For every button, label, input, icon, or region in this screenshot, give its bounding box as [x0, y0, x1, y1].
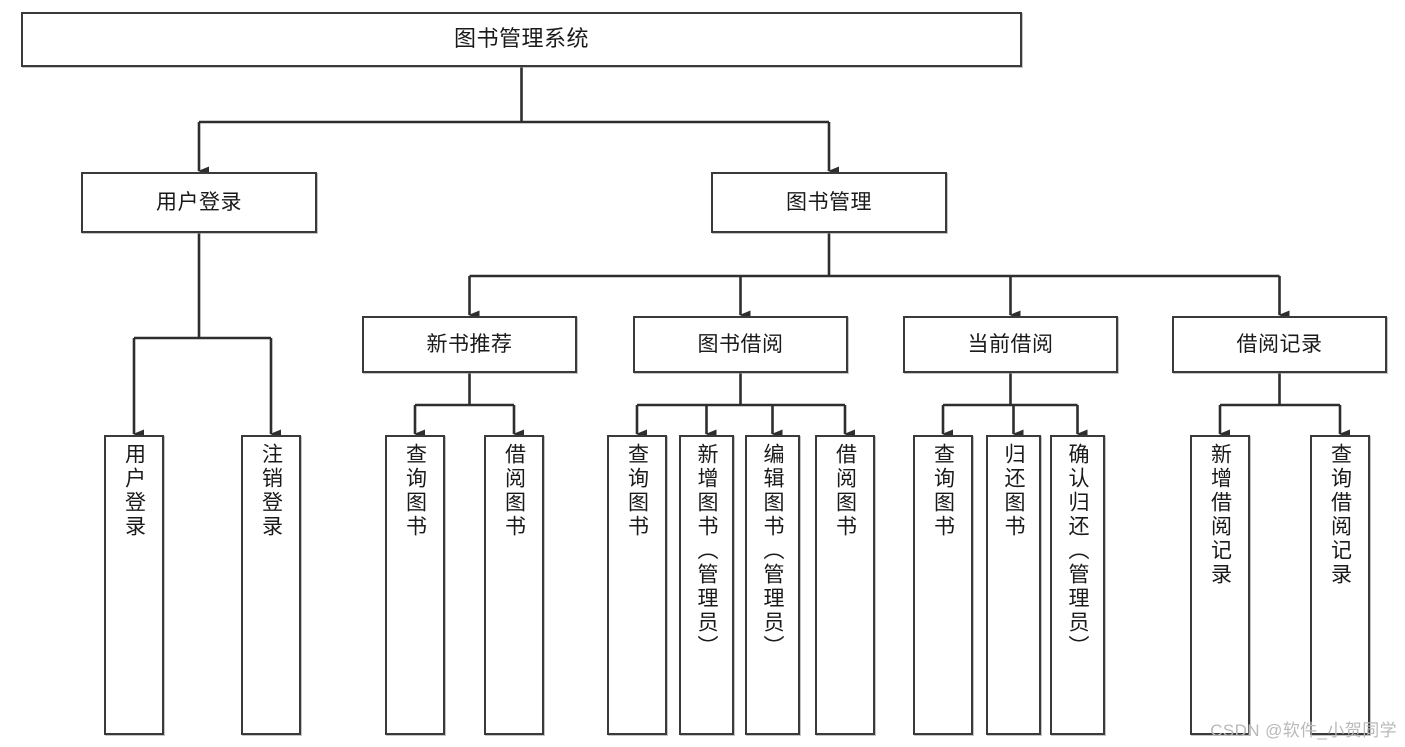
node-label: 归还图书 — [1002, 443, 1025, 539]
leaf-query-book-current[interactable]: 查询图书 — [913, 435, 973, 735]
node-label: 用户登录 — [122, 443, 146, 539]
node-label: 用户登录 — [156, 190, 242, 214]
node-label: 借阅图书 — [502, 443, 526, 539]
leaf-return-book[interactable]: 归还图书 — [986, 435, 1041, 735]
leaf-edit-book-admin[interactable]: 编辑图书（管理员） — [745, 435, 800, 735]
node-current-borrow[interactable]: 当前借阅 — [903, 316, 1118, 373]
node-label: 新增图书（管理员） — [695, 443, 718, 659]
node-label: 编辑图书（管理员） — [761, 443, 784, 659]
node-label: 注销登录 — [259, 443, 283, 539]
node-label: 借阅记录 — [1236, 332, 1323, 356]
leaf-query-book-borrow[interactable]: 查询图书 — [607, 435, 667, 735]
node-label: 当前借阅 — [967, 332, 1054, 356]
node-book-borrow[interactable]: 图书借阅 — [633, 316, 848, 373]
node-borrow-records[interactable]: 借阅记录 — [1172, 316, 1387, 373]
leaf-add-borrow-record[interactable]: 新增借阅记录 — [1190, 435, 1250, 735]
node-label: 图书管理 — [786, 190, 872, 214]
leaf-user-login[interactable]: 用户登录 — [104, 435, 164, 735]
leaf-add-book-admin[interactable]: 新增图书（管理员） — [679, 435, 734, 735]
leaf-confirm-return-admin[interactable]: 确认归还（管理员） — [1050, 435, 1105, 735]
leaf-borrow-book-new[interactable]: 借阅图书 — [484, 435, 544, 735]
node-root[interactable]: 图书管理系统 — [21, 12, 1022, 67]
leaf-query-borrow-record[interactable]: 查询借阅记录 — [1310, 435, 1370, 735]
node-label: 图书借阅 — [697, 332, 784, 356]
node-label: 查询图书 — [625, 443, 649, 539]
node-label: 查询图书 — [403, 443, 427, 539]
node-label: 新书推荐 — [426, 332, 513, 356]
node-book-management[interactable]: 图书管理 — [711, 172, 947, 233]
node-label: 确认归还（管理员） — [1066, 443, 1089, 659]
leaf-logout[interactable]: 注销登录 — [241, 435, 301, 735]
node-label: 图书管理系统 — [453, 26, 589, 52]
leaf-query-book-new[interactable]: 查询图书 — [385, 435, 445, 735]
node-new-book-recommend[interactable]: 新书推荐 — [362, 316, 577, 373]
node-user-login[interactable]: 用户登录 — [81, 172, 317, 233]
node-label: 查询图书 — [931, 443, 955, 539]
leaf-borrow-book[interactable]: 借阅图书 — [815, 435, 875, 735]
node-label: 查询借阅记录 — [1328, 443, 1352, 587]
node-label: 借阅图书 — [833, 443, 857, 539]
node-label: 新增借阅记录 — [1208, 443, 1232, 587]
